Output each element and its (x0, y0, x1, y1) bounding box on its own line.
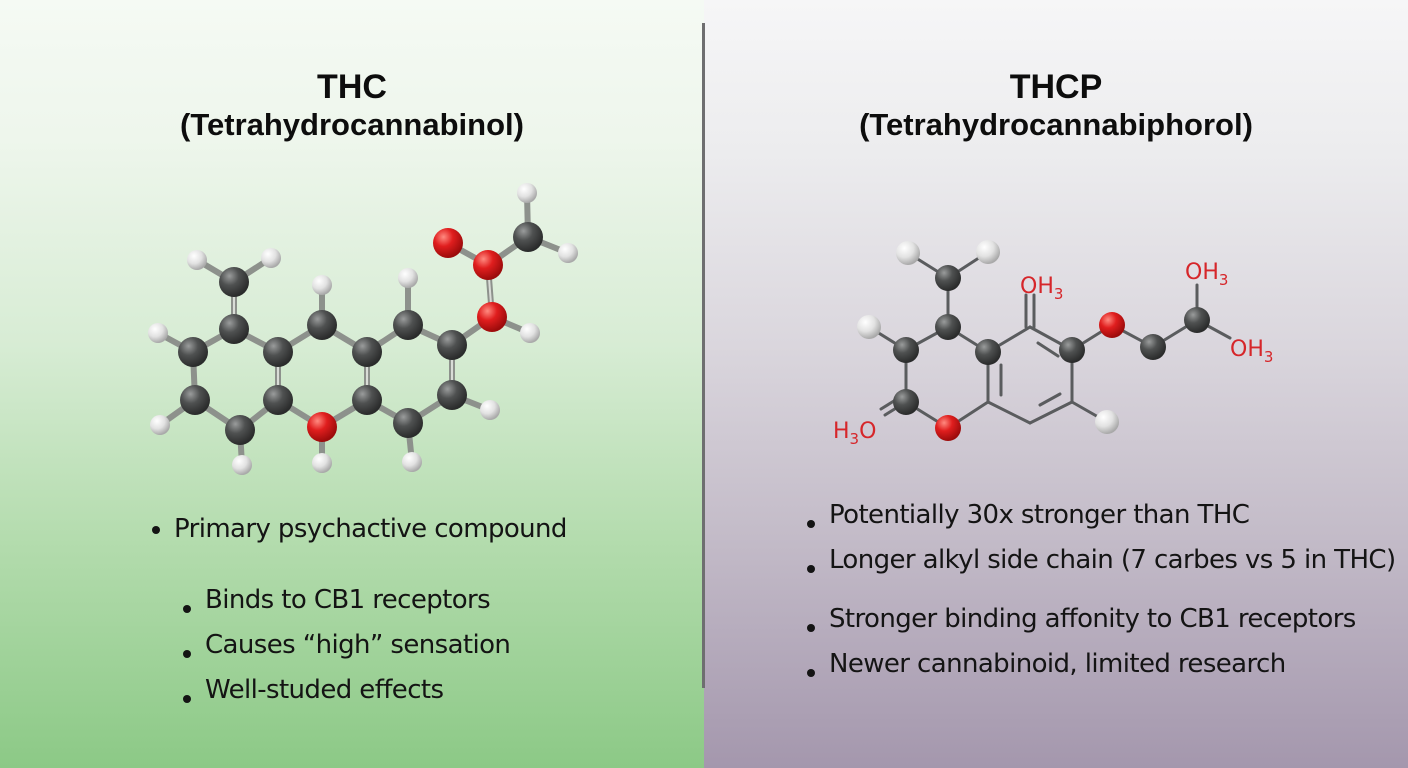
thc-hydrogen-atoms (148, 183, 578, 475)
thc-bullet-item: Causes “high” sensation (181, 630, 511, 675)
thc-carbon-atoms (178, 222, 543, 445)
thc-primary-bullet: Primary psychactive compound (150, 514, 567, 544)
thcp-title: THCP (Tetrahydrocannabiphorol) (704, 68, 1408, 143)
thcp-molecule: OH3 OH3 OH3 H3O (833, 240, 1273, 448)
thc-bullet-item: Well-studed effects (181, 675, 510, 720)
thcp-title-abbr: THCP (1009, 68, 1103, 106)
thcp-label-oh3-top: OH3 (1020, 274, 1063, 303)
thcp-panel (704, 0, 1408, 768)
thc-primary-bullet-list: Primary psychactive compound (150, 514, 567, 544)
thc-title: THC (Tetrahydrocannabinol) (0, 68, 704, 143)
thcp-title-full: (Tetrahydrocannabiphorol) (859, 107, 1253, 143)
thcp-hydrogen-atoms (857, 240, 1119, 434)
thcp-label-oh3-right: OH3 (1230, 337, 1273, 366)
thcp-bullet-item: Longer alkyl side chain (7 carbes vs 5 i… (805, 545, 1396, 590)
thcp-bullet-item: Newer cannabinoid, limited research (805, 649, 1356, 694)
thcp-bullet-list-1: Potentially 30x stronger than THC Longer… (805, 500, 1396, 590)
panel-divider (702, 23, 705, 688)
thcp-bullet-item: Stronger binding affonity to CB1 recepto… (805, 604, 1356, 649)
thc-title-abbr: THC (317, 68, 387, 106)
thcp-oxygen-atoms (935, 312, 1125, 441)
thc-molecule (148, 183, 578, 475)
thcp-carbon-atoms (893, 265, 1210, 415)
thcp-bullet-item: Potentially 30x stronger than THC (805, 500, 1396, 545)
thcp-label-oh3-top-right: OH3 (1185, 260, 1228, 289)
thcp-label-h3o: H3O (833, 419, 876, 448)
thc-title-full: (Tetrahydrocannabinol) (180, 107, 524, 143)
thc-oxygen-atoms (307, 228, 507, 442)
thc-bullet-item: Binds to CB1 receptors (181, 585, 510, 630)
thcp-bullet-list-2: Stronger binding affonity to CB1 recepto… (805, 604, 1356, 694)
thc-bullet-list: Binds to CB1 receptors Causes “high” sen… (181, 585, 511, 720)
thc-panel (0, 0, 704, 768)
